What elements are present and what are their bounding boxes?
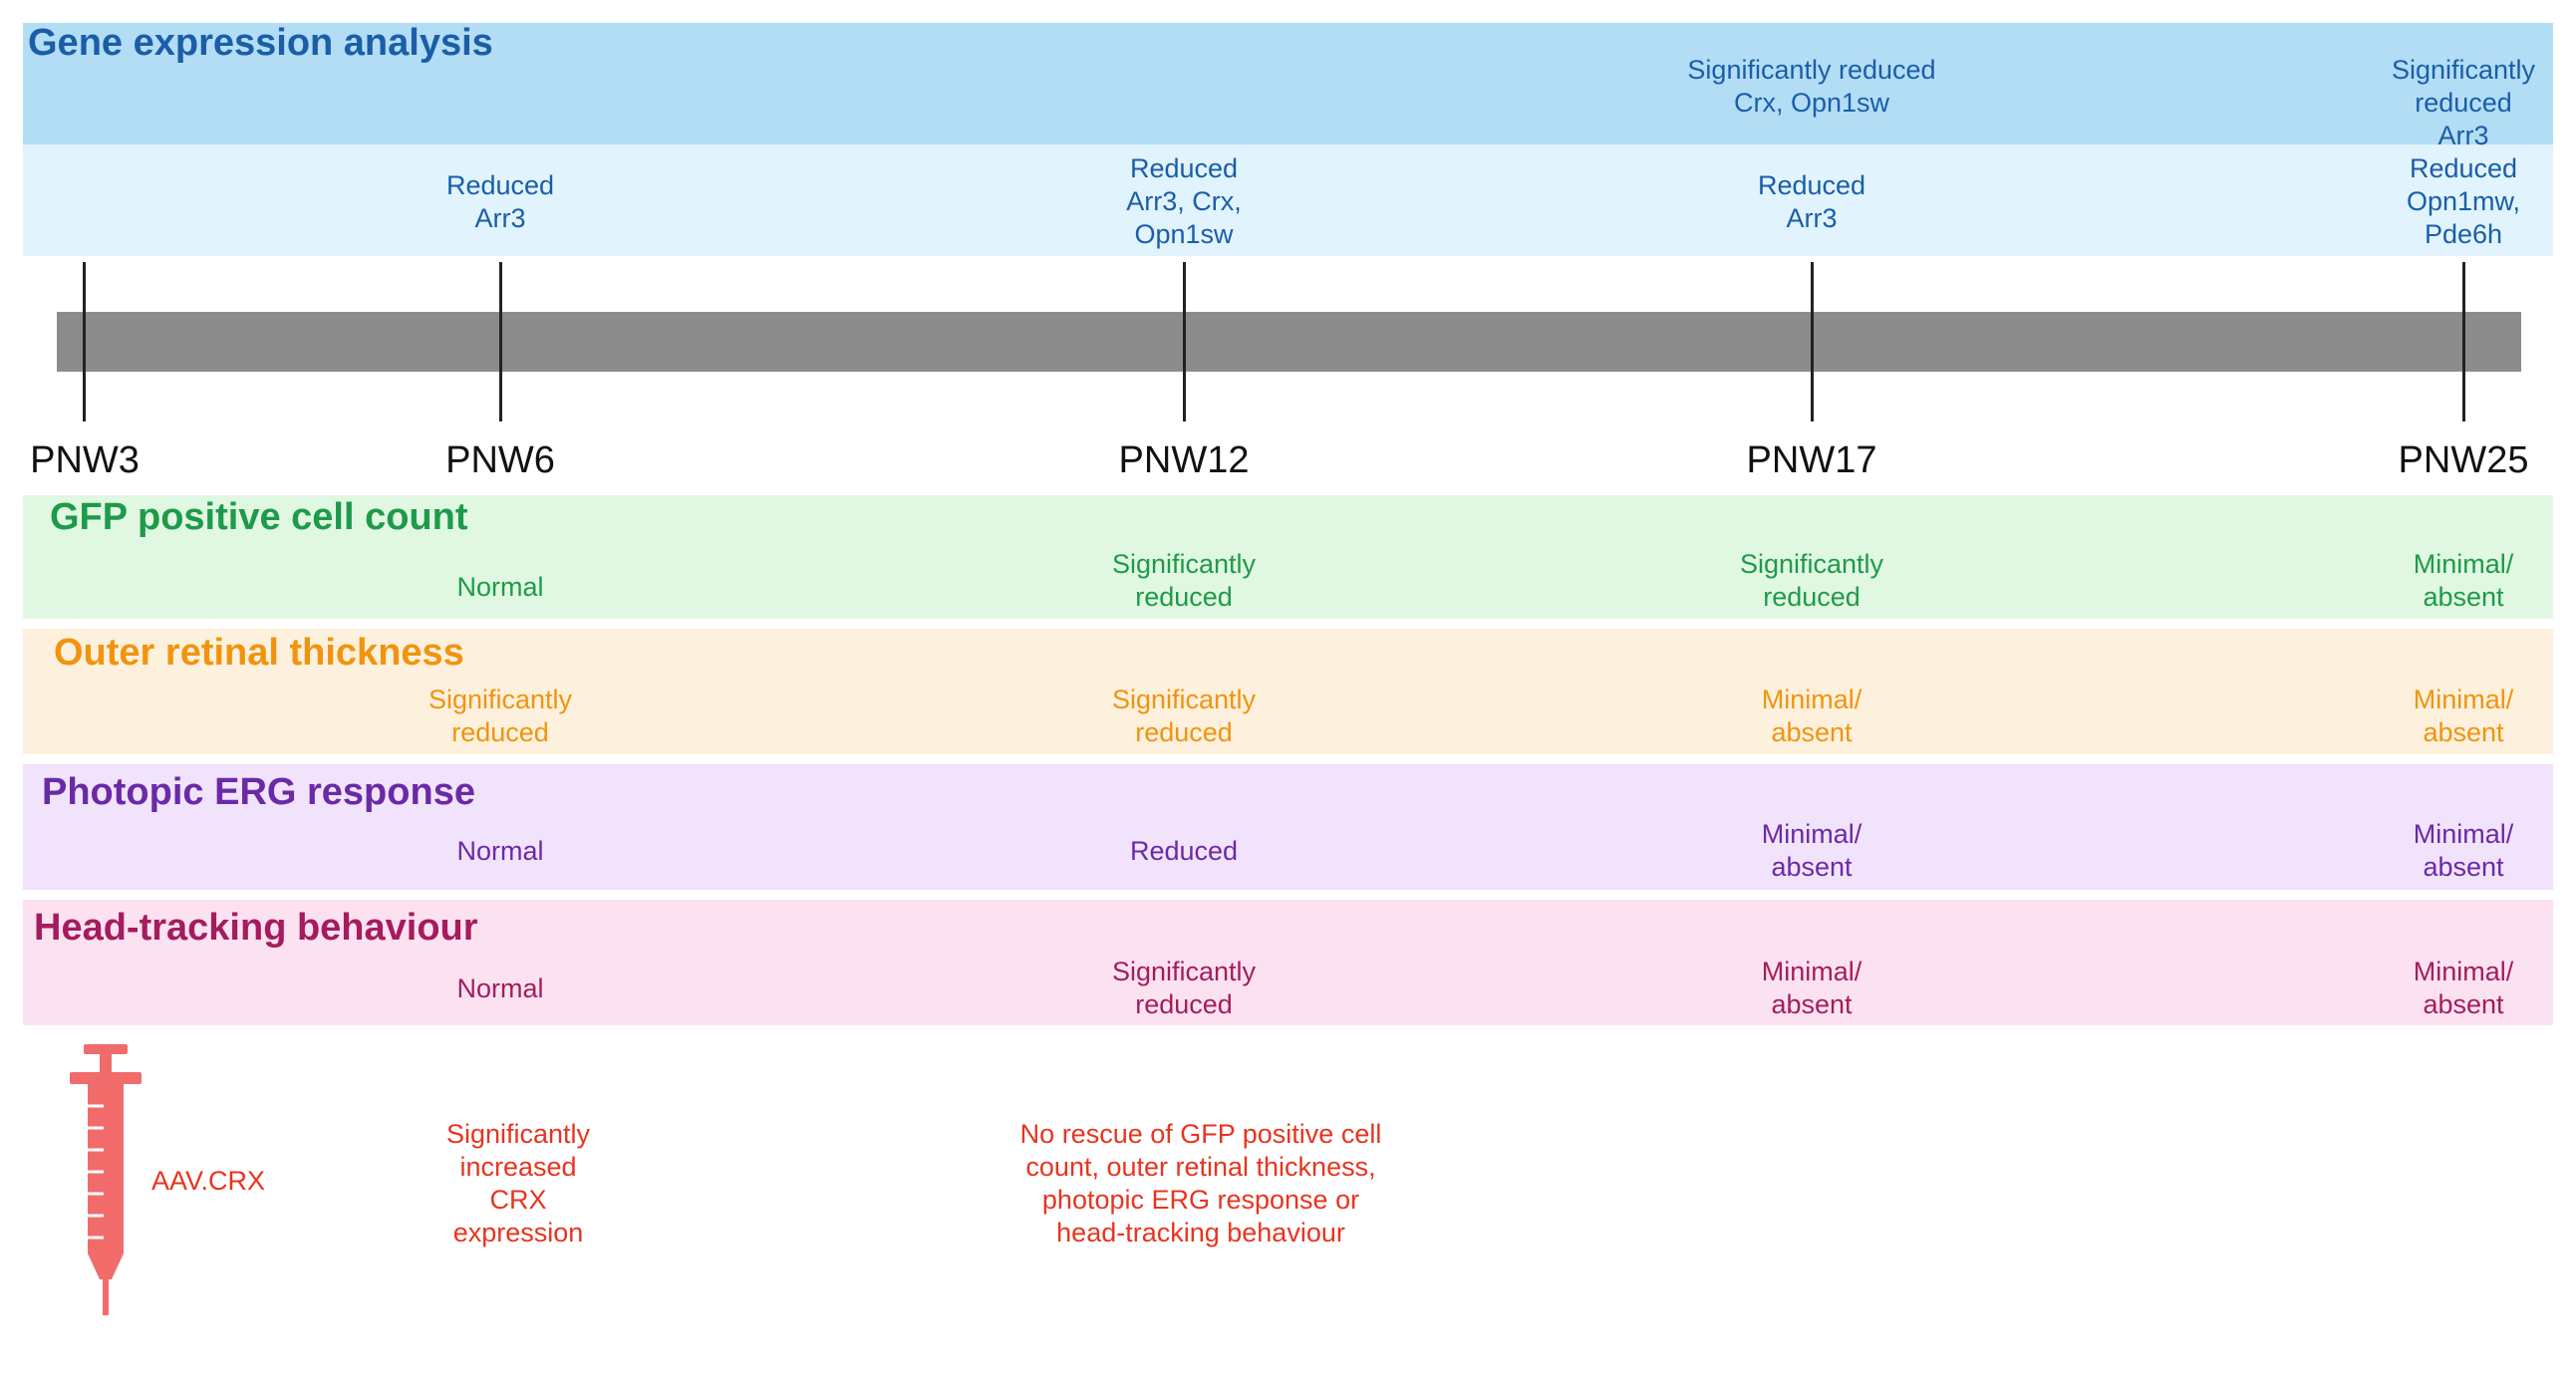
timeline-tick-pnw25 [2462,262,2465,421]
erg-pnw25: Minimal/ absent [2413,819,2514,882]
thickness-pnw17: Minimal/ absent [1761,685,1862,747]
timeline-tick-pnw6 [499,262,502,421]
timeline-label-pnw25: PNW25 [2398,439,2529,481]
gfp-pnw12: Significantly reduced [1111,549,1257,612]
timeline-bar [57,312,2521,372]
erg-title: Photopic ERG response [42,771,475,813]
gene-row2-pnw25: Reduced Opn1mw, Pde6h [2406,153,2521,249]
head-pnw17: Minimal/ absent [1761,957,1862,1019]
erg-pnw17: Minimal/ absent [1761,819,1862,882]
timeline-tick-pnw12 [1183,262,1186,421]
head-pnw12: Significantly reduced [1111,957,1257,1019]
erg-pnw6: Normal [456,836,544,866]
gene-row1-pnw25: Significantly reduced Arr3 [2391,55,2536,150]
timeline-tick-pnw17 [1811,262,1814,421]
treatment-note-pnw6: Significantly increased CRX expression [445,1119,591,1247]
head-pnw25: Minimal/ absent [2413,957,2514,1019]
gene-row2-pnw17: Reduced Arr3 [1757,170,1866,233]
timeline-label-pnw17: PNW17 [1746,439,1877,481]
thickness-band [23,629,2553,754]
gene-expression-subband [23,144,2553,256]
gfp-band [23,495,2553,619]
vector-label: AAV.CRX [151,1166,266,1196]
gene-expression-title: Gene expression analysis [28,22,493,64]
erg-pnw12: Reduced [1129,836,1239,866]
gene-expression-band [23,23,2553,144]
timeline-label-pnw3: PNW3 [30,439,140,481]
gfp-pnw6: Normal [456,572,544,602]
head-title: Head-tracking behaviour [34,907,478,949]
syringe-icon [70,1044,142,1315]
gfp-title: GFP positive cell count [50,496,468,538]
gene-row2-pnw12: Reduced Arr3, Crx, Opn1sw [1126,153,1242,249]
head-band [23,900,2553,1025]
thickness-pnw6: Significantly reduced [428,685,573,747]
gfp-pnw25: Minimal/ absent [2413,549,2514,612]
head-pnw6: Normal [456,973,544,1003]
erg-band [23,764,2553,890]
gene-row1-pnw17: Significantly reduced Crx, Opn1sw [1687,55,1936,118]
thickness-title: Outer retinal thickness [54,632,464,674]
gfp-pnw17: Significantly reduced [1739,549,1884,612]
thickness-pnw12: Significantly reduced [1111,685,1257,747]
gene-row2-pnw6: Reduced Arr3 [445,170,555,233]
timeline-label-pnw12: PNW12 [1118,439,1250,481]
timeline-label-pnw6: PNW6 [445,439,555,481]
treatment-note-pnw12: No rescue of GFP positive cell count, ou… [1019,1119,1382,1247]
timeline-tick-pnw3 [83,262,86,421]
thickness-pnw25: Minimal/ absent [2413,685,2514,747]
